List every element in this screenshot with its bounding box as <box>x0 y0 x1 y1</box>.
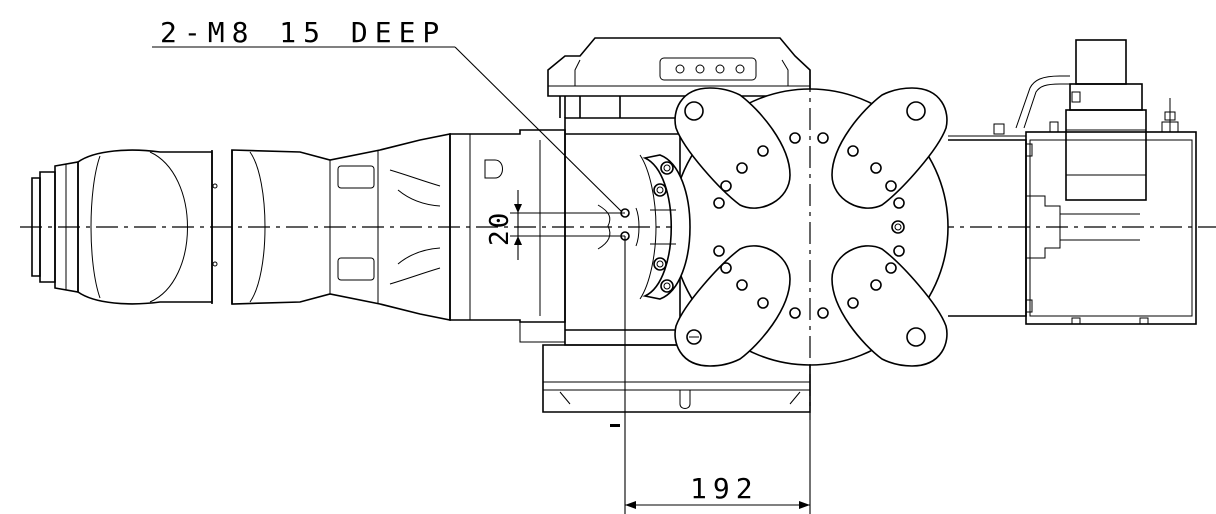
motor-box <box>948 131 1197 325</box>
mounting-plate-top-right <box>831 87 948 209</box>
hole-callout: 2-M8 15 DEEP <box>152 16 623 213</box>
dimension-20: 20 <box>485 190 625 260</box>
center-bolts <box>789 132 905 319</box>
dimension-20-text: 20 <box>485 211 515 246</box>
bolt-arc-segment <box>642 154 691 300</box>
top-cover <box>547 37 811 118</box>
hole-callout-text: 2-M8 15 DEEP <box>160 16 446 49</box>
mounting-plate-bottom-right <box>831 245 948 367</box>
dimension-192-text: 192 <box>690 472 759 505</box>
small-mark <box>610 424 620 427</box>
mounting-plate-bottom-left <box>674 245 791 367</box>
dimension-192: 192 <box>624 236 811 514</box>
top-motor <box>993 39 1179 201</box>
mounting-plate-top-left <box>674 87 791 209</box>
